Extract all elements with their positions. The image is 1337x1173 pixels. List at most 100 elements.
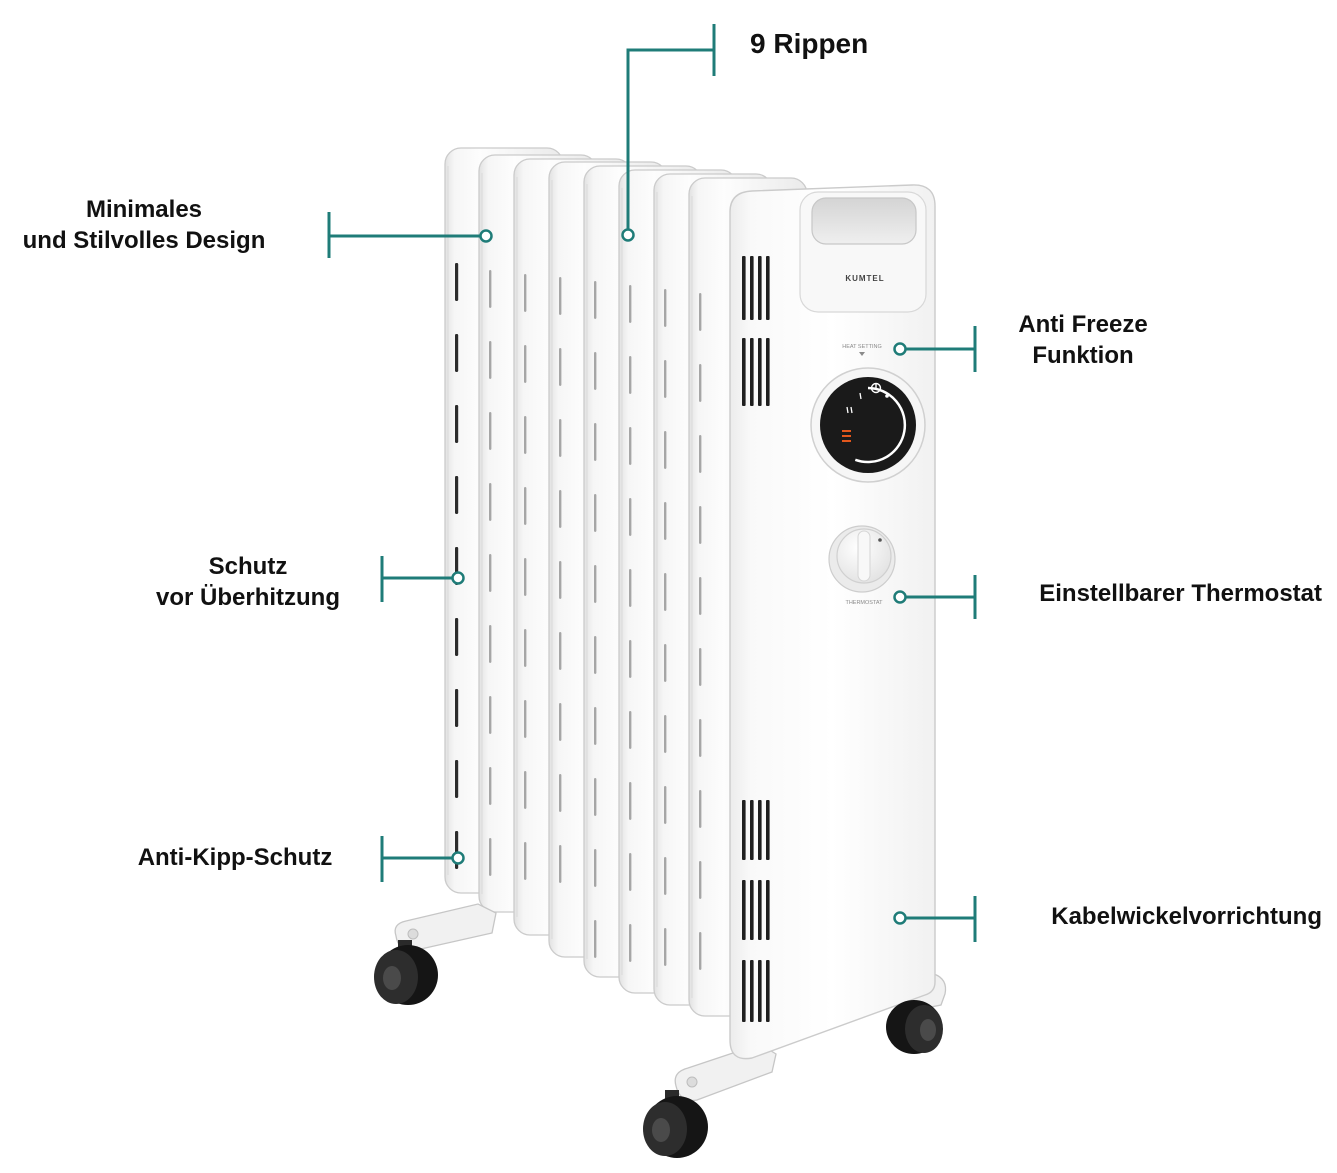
label-tip-over-protection: Anti-Kipp-Schutz xyxy=(104,842,366,873)
fin-slit xyxy=(489,696,492,734)
wheel-hub xyxy=(920,1019,936,1041)
knob-marker xyxy=(878,538,882,542)
fin-slit xyxy=(699,435,702,473)
fin-slit xyxy=(594,352,597,390)
radiator-fins xyxy=(444,147,808,1017)
callout-dot xyxy=(479,229,493,243)
fin-slit xyxy=(629,569,632,607)
fin-slit xyxy=(489,483,492,521)
lower-vents xyxy=(742,800,770,1022)
callout-dot xyxy=(621,228,635,242)
fin-slit xyxy=(664,928,667,966)
fin-slit xyxy=(455,476,459,514)
dial-mark-two-a xyxy=(846,406,849,414)
callout-tip-over xyxy=(380,836,465,882)
vent-slit xyxy=(766,256,770,320)
vent-slit xyxy=(758,256,762,320)
vent-slit xyxy=(766,960,770,1022)
label-fins: 9 Rippen xyxy=(750,27,868,61)
fin-slit xyxy=(664,644,667,682)
vent-slit xyxy=(742,256,746,320)
fin-slit xyxy=(489,554,492,592)
callout-dot xyxy=(451,571,465,585)
vent-slit xyxy=(758,880,762,940)
callout-lines xyxy=(327,24,977,942)
dial-pointer-triangle xyxy=(859,352,865,356)
knob-grip xyxy=(857,530,871,582)
fin-slit xyxy=(699,506,702,544)
fin-slit xyxy=(699,861,702,899)
heat-bars-icon xyxy=(842,430,851,442)
callout-thermostat xyxy=(893,575,977,619)
caster-wheel xyxy=(886,1000,943,1054)
label-line: 9 Rippen xyxy=(750,28,869,59)
fin-slit xyxy=(559,348,562,386)
fin-slit xyxy=(524,558,527,596)
fin-slit xyxy=(594,849,597,887)
fin-slit xyxy=(559,632,562,670)
carry-handle-recess xyxy=(811,197,917,245)
fin-slit xyxy=(489,838,492,876)
fin-slit xyxy=(629,427,632,465)
fin-slit xyxy=(559,845,562,883)
fin-slit xyxy=(455,689,459,727)
fin-slit xyxy=(524,274,527,312)
fin-slit xyxy=(524,629,527,667)
vent-slit xyxy=(758,338,762,406)
vent-slit xyxy=(750,800,754,860)
fin-slit xyxy=(594,281,597,319)
vent-slit xyxy=(750,256,754,320)
heat-setting-dial xyxy=(810,367,926,483)
vent-slit xyxy=(766,880,770,940)
fin-slit xyxy=(629,924,632,962)
fin-slit xyxy=(489,625,492,663)
callout-leader xyxy=(626,48,714,229)
fin-slit xyxy=(594,423,597,461)
fin-slit xyxy=(664,715,667,753)
label-line: Schutz xyxy=(208,553,288,580)
fin-slit xyxy=(699,932,702,970)
callout-fins xyxy=(621,24,716,242)
upper-vents xyxy=(742,256,770,406)
callout-design xyxy=(327,212,493,258)
fin-slit xyxy=(629,640,632,678)
label-line: und Stilvolles Design xyxy=(22,227,266,254)
fin-slit xyxy=(699,648,702,686)
fin-slit xyxy=(524,345,527,383)
fin-slit xyxy=(699,719,702,757)
vent-slit xyxy=(750,338,754,406)
callout-dot xyxy=(451,851,465,865)
vent-slit xyxy=(758,800,762,860)
label-line: Anti-Kipp-Schutz xyxy=(137,844,333,871)
callout-dot xyxy=(893,342,907,356)
vent-slit xyxy=(766,338,770,406)
label-cable-wrap: Kabelwickelvorrichtung xyxy=(1051,901,1322,932)
label-line: Einstellbarer Thermostat xyxy=(1039,580,1322,607)
fin-slit xyxy=(699,293,702,331)
fin-slit xyxy=(559,277,562,315)
fin-slit xyxy=(524,771,527,809)
fin-slit xyxy=(664,502,667,540)
fin-slit xyxy=(455,618,459,656)
foot-hole xyxy=(407,928,419,940)
dial-caption: HEAT SETTING xyxy=(842,344,882,350)
label-line: Minimales xyxy=(85,196,203,223)
callout-dot xyxy=(893,911,907,925)
foot-hole xyxy=(686,1076,698,1088)
dial-mark-one xyxy=(859,392,862,400)
fin-slit xyxy=(594,920,597,958)
label-anti-freeze: Anti Freeze Funktion xyxy=(983,309,1183,371)
callout-dot xyxy=(893,590,907,604)
vent-slit xyxy=(750,960,754,1022)
vent-slit xyxy=(758,960,762,1022)
fin-slit xyxy=(664,786,667,824)
label-overheat-protection: Schutz vor Überhitzung xyxy=(118,551,378,613)
fin-slit xyxy=(489,412,492,450)
fin-slit xyxy=(594,494,597,532)
callout-cable-wrap xyxy=(893,896,977,942)
fin-slit xyxy=(455,405,459,443)
fin-slit xyxy=(455,334,459,372)
fin-slit xyxy=(664,573,667,611)
